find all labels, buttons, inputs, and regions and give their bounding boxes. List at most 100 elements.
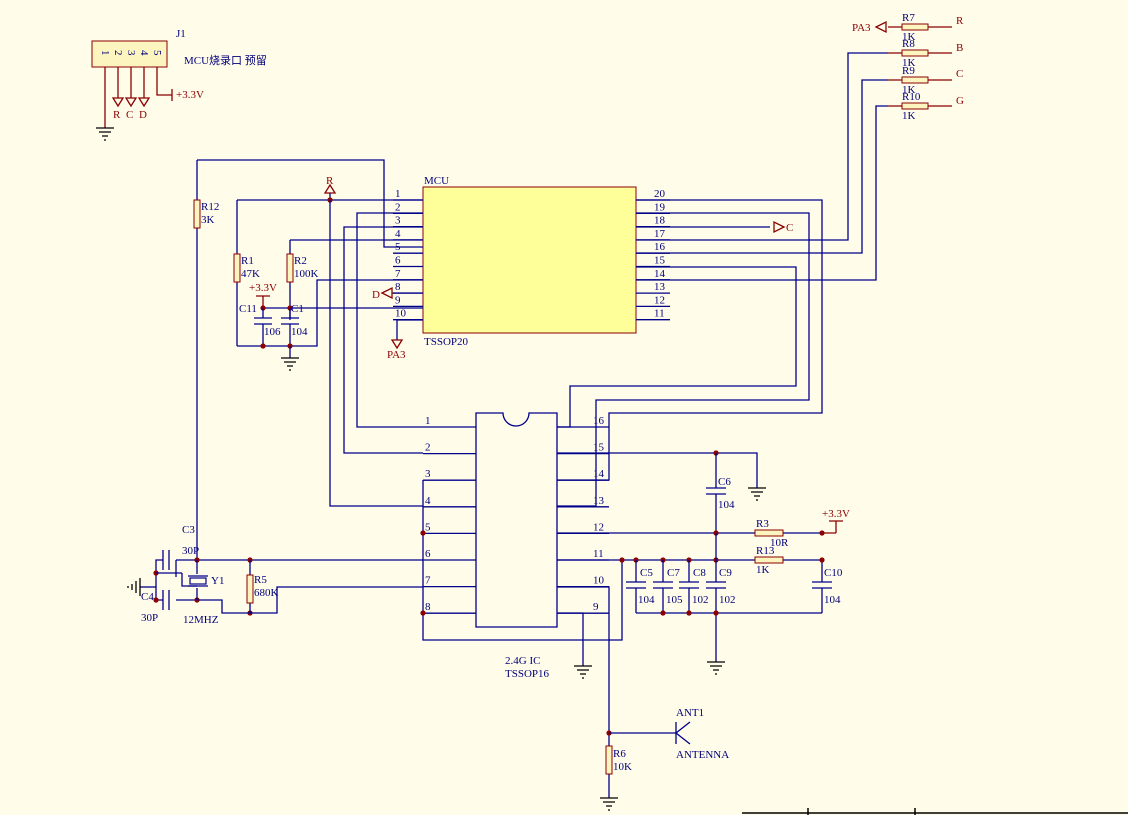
- capacitor-c11[interactable]: [254, 318, 272, 324]
- capacitor-c3[interactable]: [163, 550, 169, 570]
- r5-value: 680K: [254, 587, 279, 599]
- rf-left-pin-number: 5: [425, 521, 431, 533]
- r8-value: 1K: [902, 57, 916, 69]
- r3-value: 10R: [770, 537, 789, 549]
- r13-value: 1K: [756, 564, 770, 576]
- resistor-r2[interactable]: [286, 253, 294, 283]
- mcu-net-r: R: [326, 175, 334, 187]
- mcu-ref: MCU: [424, 175, 449, 187]
- output-resistors: PA3 R7 1K R R8 1K B R9 1K C R10 1K G: [852, 12, 964, 122]
- rf-right-pin-number: 9: [593, 601, 599, 613]
- r1-value: 47K: [241, 268, 260, 280]
- mcu-right-pin-number: 20: [654, 188, 666, 200]
- mcu-package: TSSOP20: [424, 336, 469, 348]
- c6-value: 104: [718, 499, 735, 511]
- pa3-net-label: PA3: [852, 22, 871, 34]
- mcu-right-pin-number: 17: [654, 228, 666, 240]
- capacitor-c8[interactable]: [679, 582, 699, 588]
- j1-net-c: C: [126, 109, 133, 121]
- j1-pin-1: 1: [99, 50, 111, 56]
- c7-ref: C7: [667, 567, 680, 579]
- j1-vcc-label: +3.3V: [176, 89, 204, 101]
- antenna-value: ANTENNA: [676, 749, 729, 761]
- mcu-net-pa3: PA3: [387, 349, 406, 361]
- r6-ref: R6: [613, 748, 626, 760]
- rf-right-pin-number: 12: [593, 521, 604, 533]
- capacitor-c6[interactable]: [706, 488, 726, 494]
- mcu-left-pin-number: 10: [395, 308, 407, 320]
- mcu-right-pin-number: 18: [654, 215, 666, 227]
- resistor-r5[interactable]: [246, 574, 254, 604]
- j1-net-r: R: [113, 109, 121, 121]
- antenna-ref: ANT1: [676, 707, 704, 719]
- title-block-corner: [742, 808, 1128, 815]
- y1-value: 12MHZ: [183, 614, 219, 626]
- y1-ref: Y1: [211, 575, 224, 587]
- mcu-right-pin-number: 11: [654, 308, 665, 320]
- rf-left-pin-number: 4: [425, 495, 431, 507]
- resistor-r9[interactable]: [901, 76, 929, 84]
- resistor-r1[interactable]: [233, 253, 241, 283]
- rf-right-pin-number: 16: [593, 415, 605, 427]
- connector-j1[interactable]: J1 MCU烧录口 预留 1 2 3 4 5 +3.3V R C D: [91, 28, 267, 141]
- j1-pin-3: 3: [125, 50, 137, 56]
- capacitor-c9[interactable]: [706, 582, 726, 588]
- c7-value: 105: [666, 594, 683, 606]
- rf-right-pin-number: 14: [593, 468, 605, 480]
- mcu-chip[interactable]: MCU TSSOP20 1234567891020191817161514131…: [393, 175, 670, 348]
- j1-pin-2: 2: [112, 50, 124, 56]
- mcu-left-pin-number: 4: [395, 228, 401, 240]
- resistor-r13[interactable]: [754, 556, 784, 564]
- vcc-label-a: +3.3V: [249, 282, 277, 294]
- rf-left-pin-number: 1: [425, 415, 431, 427]
- resistor-r7[interactable]: [901, 23, 929, 31]
- c10-ref: C10: [824, 567, 843, 579]
- rf-left-pin-number: 3: [425, 468, 431, 480]
- mcu-left-pin-number: 3: [395, 215, 401, 227]
- j1-note: MCU烧录口 预留: [184, 54, 267, 67]
- rf-left-pin-number: 8: [425, 601, 431, 613]
- rf-right-pin-number: 10: [593, 575, 605, 587]
- r6-value: 10K: [613, 761, 632, 773]
- capacitor-c10[interactable]: [812, 582, 832, 588]
- c6-ref: C6: [718, 476, 731, 488]
- mcu-left-pin-number: 2: [395, 201, 401, 213]
- c9-value: 102: [719, 594, 736, 606]
- capacitor-c7[interactable]: [653, 582, 673, 588]
- resistor-r8[interactable]: [901, 49, 929, 57]
- capacitor-c5[interactable]: [626, 582, 646, 588]
- r9-value: 1K: [902, 84, 916, 96]
- r7-net: R: [956, 15, 964, 27]
- rf-right-pin-number: 11: [593, 548, 604, 560]
- c4-value: 30P: [141, 612, 158, 624]
- resistor-r12[interactable]: [193, 199, 201, 229]
- c4-ref: C4: [141, 591, 154, 603]
- c1-ref: C1: [291, 303, 304, 315]
- mcu-left-pin-number: 7: [395, 268, 401, 280]
- c1-value: 104: [291, 326, 308, 338]
- vcc-label-b: +3.3V: [822, 508, 850, 520]
- j1-pin-5: 5: [151, 50, 163, 56]
- mcu-left-pin-number: 6: [395, 255, 401, 267]
- rf-left-pin-number: 7: [425, 575, 431, 587]
- r8-net: B: [956, 42, 963, 54]
- rf-right-pin-number: 15: [593, 442, 605, 454]
- c8-value: 102: [692, 594, 709, 606]
- c3-value: 30P: [182, 545, 199, 557]
- mcu-right-pin-number: 15: [654, 255, 666, 267]
- c5-value: 104: [638, 594, 655, 606]
- rf-left-pin-number: 2: [425, 442, 431, 454]
- c9-ref: C9: [719, 567, 732, 579]
- r13-ref: R13: [756, 545, 775, 557]
- resistor-r10[interactable]: [901, 102, 929, 110]
- mcu-right-pin-number: 19: [654, 201, 666, 213]
- capacitor-c4[interactable]: [163, 590, 169, 610]
- c11-value: 106: [264, 326, 281, 338]
- resistor-r3[interactable]: [754, 529, 784, 537]
- mcu-net-d: D: [372, 289, 380, 301]
- r7-value: 1K: [902, 31, 916, 43]
- resistor-r6[interactable]: [605, 745, 613, 775]
- crystal-y1[interactable]: [189, 577, 207, 585]
